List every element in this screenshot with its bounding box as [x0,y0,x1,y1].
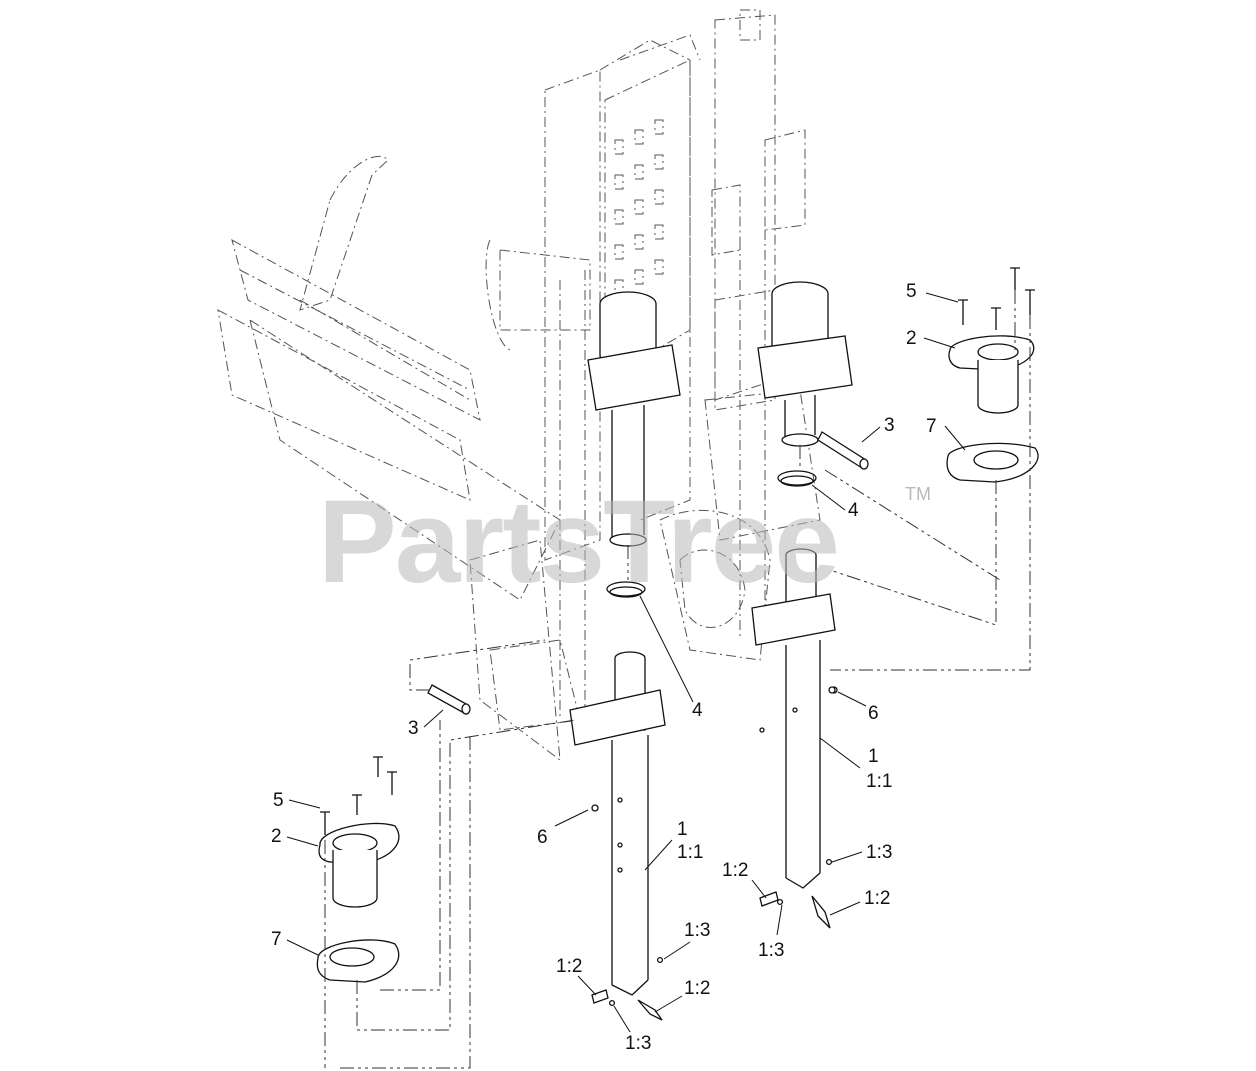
assembly-phantom-lines [324,290,1031,1069]
gasket-left [316,939,400,983]
callout-1-3-center-lower: 1:3 [625,1033,651,1054]
callout-6-right: 6 [868,703,879,724]
callout-labels: 5 2 3 7 4 4 6 3 1 1:1 1:3 1:2 1:2 1:3 5 … [271,281,937,1054]
grease-fitting-right-upper [825,858,833,866]
callout-4-right: 4 [848,500,859,521]
nut-right-6 [828,686,836,694]
callout-5-right: 5 [906,281,917,302]
shaft-assembly-center [569,651,666,1021]
shaft-assembly-right [751,548,838,929]
callout-1-right: 1 [868,746,879,767]
bearing-flange-left [318,822,400,908]
ghosted-frame-assembly [217,9,821,762]
callout-2-left: 2 [271,826,282,847]
tooth-right-right [811,895,831,929]
callout-3-right: 3 [884,415,895,436]
grease-fitting-center-lower [608,999,616,1007]
callout-1-2-right-right: 1:2 [864,888,890,909]
callout-1-2-center-left: 1:2 [556,956,582,977]
tooth-right-left [759,891,779,907]
callout-3-left: 3 [408,718,419,739]
callout-leaders [286,292,966,1033]
callout-1-center: 1 [677,819,688,840]
callout-7-right: 7 [926,416,937,437]
grease-fitting-right-lower [776,898,784,906]
callout-4-center: 4 [692,700,703,721]
callout-7-left: 7 [271,929,282,950]
hydraulic-motor-center [587,291,681,547]
pin-left [427,684,471,715]
callout-1-3-center-upper: 1:3 [684,920,710,941]
tooth-center-right [637,999,663,1021]
bearing-flange-right [948,335,1035,414]
partstree-watermark: PartsTree TM [318,476,931,608]
pin-right [817,431,869,470]
nut-center [591,804,599,812]
callout-1-1-right: 1:1 [866,771,892,792]
hydraulic-motor-right [757,281,853,447]
o-ring-center [606,581,646,597]
grease-fitting-center-upper [656,956,664,964]
watermark-trademark: TM [905,484,931,504]
callout-5-left: 5 [273,790,284,811]
bolts-right [958,267,1035,330]
callout-2-right: 2 [906,328,917,349]
callout-1-3-right-upper: 1:3 [866,842,892,863]
o-ring-right [777,470,817,486]
callout-6-center: 6 [537,827,548,848]
bolts-left [320,756,397,835]
callout-1-2-center-right: 1:2 [684,978,710,999]
callout-1-3-right-lower: 1:3 [758,940,784,961]
watermark-brand: PartsTree [318,476,838,608]
callout-1-2-right-left: 1:2 [722,860,748,881]
gasket-right [946,442,1039,483]
callout-1-1-center: 1:1 [677,842,703,863]
tooth-center-left [591,989,609,1004]
